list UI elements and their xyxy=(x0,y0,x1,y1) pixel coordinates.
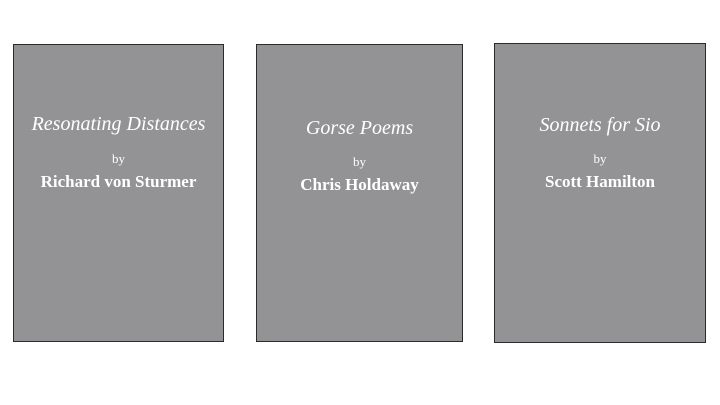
book-by-label: by xyxy=(593,151,607,166)
book-cover-resonating-distances[interactable]: Resonating Distances by Richard von Stur… xyxy=(13,44,224,342)
book-title: Gorse Poems xyxy=(305,117,414,139)
book-by-label: by xyxy=(353,154,366,169)
book-title: Resonating Distances xyxy=(31,113,206,135)
book-cover-gorse-poems[interactable]: Gorse Poems by Chris Holdaway xyxy=(256,44,463,342)
book-author: Richard von Sturmer xyxy=(40,172,197,191)
book-title: Sonnets for Sio xyxy=(539,114,661,136)
book-cover-sonnets-for-sio[interactable]: Sonnets for Sio by Scott Hamilton xyxy=(494,43,706,343)
book-by-label: by xyxy=(112,151,125,166)
book-author: Scott Hamilton xyxy=(544,172,656,191)
book-author: Chris Holdaway xyxy=(300,175,419,194)
